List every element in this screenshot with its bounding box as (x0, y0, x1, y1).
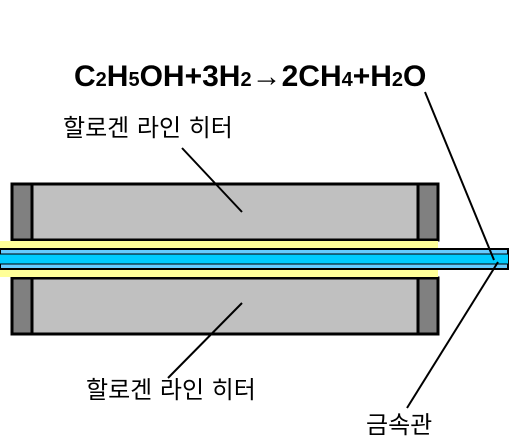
label-heater-bottom: 할로겐 라인 히터 (86, 376, 256, 404)
eq-subscript: 2 (392, 69, 403, 91)
eq-part: H (107, 60, 129, 93)
eq-subscript: 4 (342, 69, 354, 91)
heater-bottom-cap-left (10, 276, 34, 336)
eq-subscript: 2 (240, 69, 251, 91)
eq-part: →2CH (252, 60, 342, 93)
eq-subscript: 5 (128, 69, 139, 91)
leader-line-metal-tube (406, 261, 499, 409)
tube-core (0, 254, 508, 264)
heater-top (10, 182, 440, 242)
reaction-equation: C2H5OH+3H2→2CH4+H2O (74, 60, 426, 93)
eq-part: C (74, 60, 96, 93)
metal-tube (0, 241, 509, 277)
heater-top-cap-left (10, 182, 34, 242)
heater-bottom-body (10, 276, 440, 336)
label-heater-top: 할로겐 라인 히터 (63, 114, 233, 142)
label-metal-tube: 금속관 (366, 411, 432, 439)
leader-line-equation (424, 91, 495, 261)
eq-part: OH+3H (140, 60, 241, 93)
leader-line-heater-top (181, 147, 243, 213)
eq-part: O (403, 60, 426, 93)
heater-top-body (10, 182, 440, 242)
heater-bottom-cap-right (416, 276, 440, 336)
eq-part: +H (353, 60, 392, 93)
leader-line-heater-bottom (167, 302, 243, 379)
heater-top-cap-right (416, 182, 440, 242)
heater-bottom (10, 276, 440, 336)
eq-subscript: 2 (96, 69, 107, 91)
